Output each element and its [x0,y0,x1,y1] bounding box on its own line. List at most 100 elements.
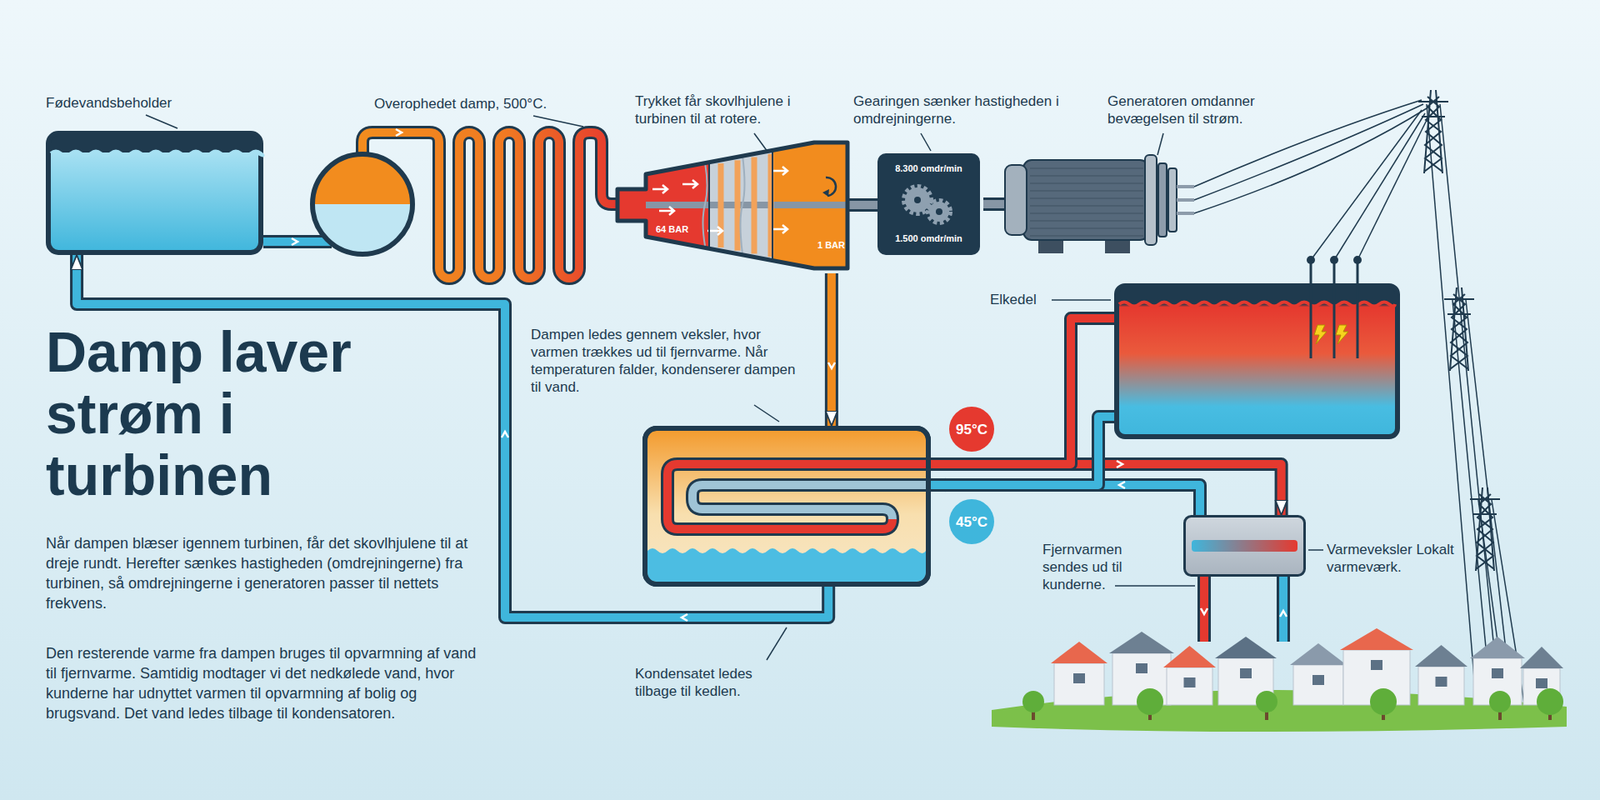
gearbox-shape [905,187,930,213]
leader-line [766,627,787,660]
callout-text: Overophedet damp, 500°C. [374,95,600,113]
town [1073,673,1085,684]
pylon [1444,287,1475,371]
condenser-exchanger: Dampen ledes gennem veksler, hvor varmen… [642,425,931,587]
town [1184,677,1196,688]
pressure-label: 1 BAR [817,240,845,251]
condenser-exchanger-shape [645,428,929,585]
generator-shape [1145,155,1157,245]
town [1312,675,1325,685]
leader-line [1308,549,1324,551]
speed-label: 1.500 omdr/min [877,233,980,245]
power-lines [1334,113,1425,260]
town [1050,641,1108,664]
boiler-drum [312,154,413,255]
callout-text: Kondensatet ledes tilbage til kedlen. [635,665,794,700]
town [1293,665,1344,705]
power-lines [1426,104,1477,709]
gearbox: Gearingen sænker hastigheden i omdrejnin… [877,153,984,255]
generator-shape [1030,235,1144,237]
power-lines [1310,110,1422,260]
electric-boiler-shape [1116,285,1398,437]
callout-text: Trykket får skovlhjulene i turbinen til … [635,92,810,128]
turbine-shape [682,180,698,189]
turbine-shape [617,142,848,269]
flow-arrow [291,238,298,245]
feedwater-tank-shape [50,151,263,156]
town [1370,660,1383,670]
generator-shape [1176,185,1195,189]
town [1370,688,1397,715]
town [1520,646,1564,669]
town [1109,631,1175,654]
town [1415,645,1468,667]
callout-text: Generatoren omdanner bevægelsen til strø… [1107,92,1266,128]
flow-arrow [395,129,402,136]
electric-boiler-shape [1119,302,1395,307]
electric-boiler: Elkedel [1114,283,1400,440]
town [1290,643,1347,665]
town [1535,678,1548,689]
turbine-shape [772,166,788,175]
turbine-shape [617,137,850,274]
callout-text: Fødevandsbeholder [45,94,246,112]
condenser-exchanger-shape [667,464,931,530]
town [1491,668,1504,679]
feed-pipe [263,235,332,249]
electric-boiler-shape [1333,260,1336,359]
generator-shape [1030,190,1144,192]
leader-line [1157,133,1164,155]
flow-arrow [1280,610,1287,617]
turbine-shape [771,150,774,260]
shaft [849,198,878,212]
generator-shape [1030,197,1144,200]
heat-exchanger-shape [1183,515,1306,577]
temperature-badge: 95°C [949,406,995,452]
town [1536,688,1564,715]
gearbox-shape [935,208,943,215]
pipe [825,273,839,426]
pipe [930,318,1115,465]
turbine-shape [659,206,675,215]
condenser-exchanger-shape [647,548,926,582]
generator-shape [1030,175,1144,177]
generator-shape [1030,205,1144,207]
electric-boiler-shape [1330,255,1339,265]
body-text: Når dampen blæser igennem turbinen, får … [45,533,488,614]
callout-text: Gearingen sænker hastigheden i omdrejnin… [853,92,1062,128]
district-heating-pipes [1279,575,1288,642]
generator-shape [1023,160,1149,240]
heat-exchanger-shape [1191,540,1298,552]
town [991,628,1567,732]
feed-pipe [263,237,332,246]
town [1240,668,1252,679]
pipe [830,273,832,426]
pylon [1418,90,1500,571]
shaft [983,204,1005,205]
town [1136,688,1164,715]
generator: Generatoren omdanner bevægelsen til strø… [1005,153,1195,255]
leader-line [533,115,584,127]
speed-label: 8.300 omdr/min [877,163,980,175]
town [1489,690,1511,713]
electric-boiler-shape [1356,260,1360,359]
turbine-shape [652,185,668,194]
shaft [849,200,878,210]
callout-text: Fjernvarmen sendes ud til kunderne. [1042,540,1160,594]
shaft [849,205,878,206]
town [1215,636,1277,659]
district-heating-pipes [1200,575,1209,642]
flow-arrow [828,362,835,369]
boiler-drum [312,154,413,255]
callout-text: Varmeveksler Lokalt varmeværk. [1326,540,1457,576]
gearbox-shape [914,196,921,204]
turbine-shape [735,160,741,250]
callout-text: Elkedel [990,290,1065,309]
town [1255,690,1278,713]
temperature-badge: 45°C [949,499,995,545]
turbine-shape [703,155,745,255]
generator-shape [1030,167,1144,170]
diagram-title: Damp laver strøm i turbinen [45,320,438,506]
generator-shape [1030,227,1144,230]
flow-arrow [501,431,509,438]
